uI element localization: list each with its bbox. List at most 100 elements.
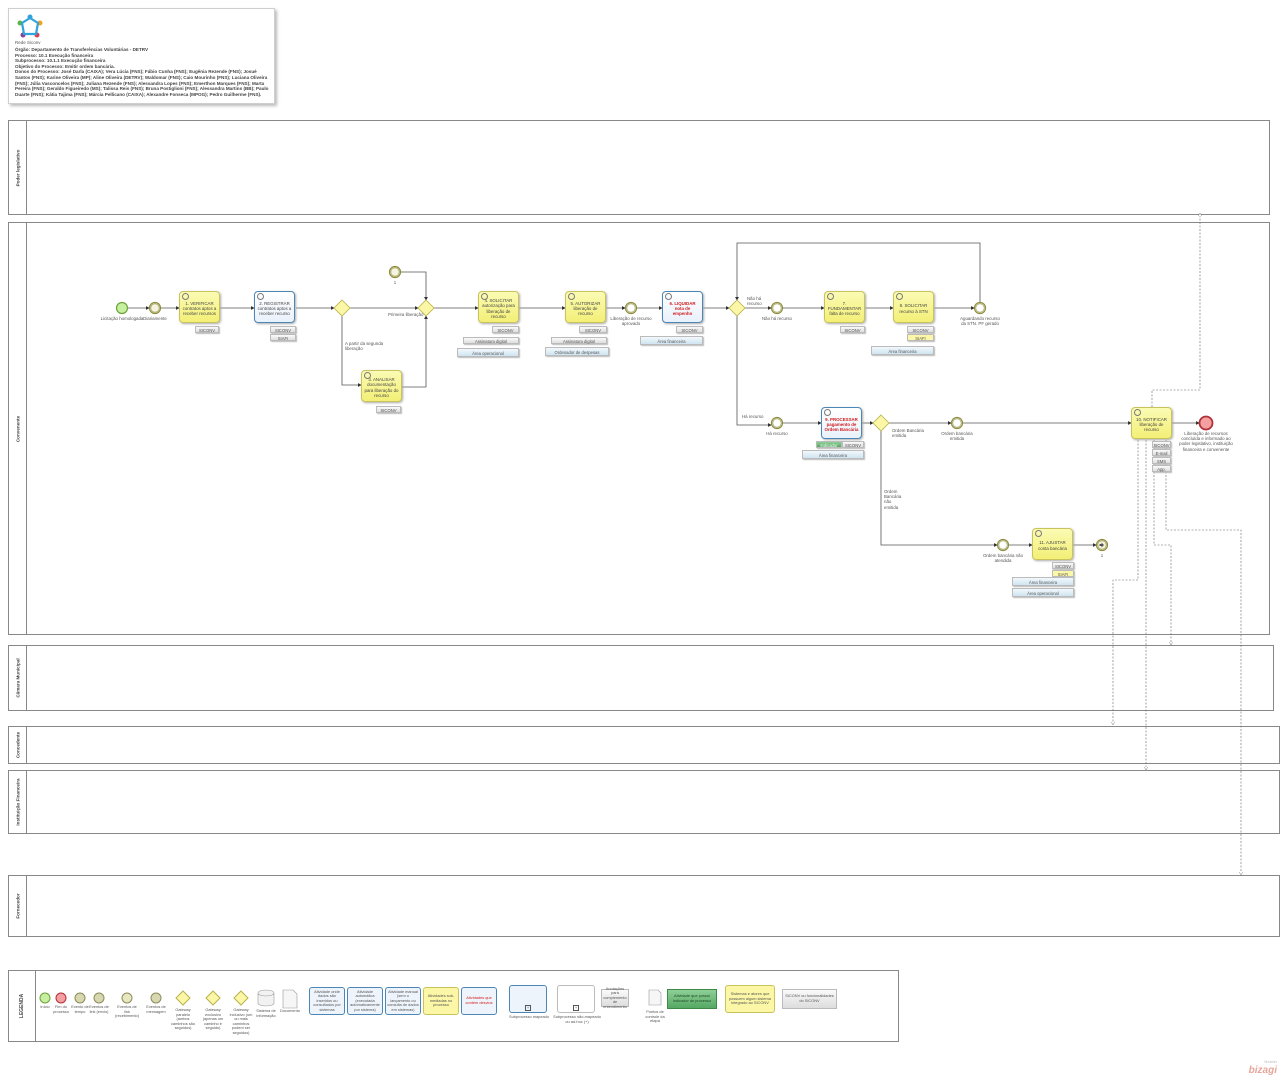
task-annotation: Área financeira bbox=[802, 450, 864, 459]
task-label: 7. FUNDAMENTAR falta de recurso bbox=[827, 300, 862, 317]
donos: Donos do Processo: José Darla (CAIXA); V… bbox=[15, 69, 269, 97]
exclusive-gateway-icon[interactable] bbox=[728, 299, 746, 317]
task-label: 9. PROCESSAR pagamento de Ordem Bancária bbox=[824, 416, 859, 433]
sequence-flow bbox=[735, 242, 981, 302]
flow-label-ob-emitida: Ordem Bancária emitida bbox=[892, 428, 924, 439]
event-label: Aguardando recurso da STN. PF gerado bbox=[960, 316, 1000, 327]
event-linkthrow-icon[interactable] bbox=[1095, 538, 1109, 552]
task-annotation: App. bbox=[1152, 465, 1171, 472]
task-annotation: SICONV bbox=[195, 326, 219, 333]
orgao: Órgão: Departamento de Transferências Vo… bbox=[15, 47, 149, 52]
exclusive-gateway-icon[interactable] bbox=[872, 414, 890, 432]
event-intermediate-icon[interactable] bbox=[770, 301, 784, 315]
task-annotation: Área operacional bbox=[1012, 588, 1074, 597]
task-label: 10. NOTIFICAR liberação de recurso bbox=[1136, 416, 1167, 433]
brand-sub: Modeler bbox=[1264, 1060, 1277, 1064]
legend-item-label: Pontos de controle da etapa bbox=[645, 1009, 665, 1024]
event-intermediate-icon[interactable] bbox=[770, 416, 784, 430]
event-end-icon[interactable] bbox=[1198, 415, 1214, 431]
legend-event-icon bbox=[93, 992, 105, 1004]
legend-box-1: Atividade automática (executada automati… bbox=[347, 987, 383, 1015]
task-t9[interactable]: 9. PROCESSAR pagamento de Ordem Bancária bbox=[821, 407, 862, 439]
task-t1[interactable]: 1. VERIFICAR contratos aptos a receber r… bbox=[179, 291, 220, 323]
subprocess-plus-icon: + bbox=[573, 1005, 579, 1011]
rede-siconv-logo bbox=[17, 14, 43, 38]
task-t7[interactable]: 7. FUNDAMENTAR falta de recurso bbox=[824, 291, 865, 323]
event-start-icon[interactable] bbox=[115, 301, 129, 315]
legend-item-label: Gateway exclusivo (apenas um caminho é s… bbox=[202, 1007, 224, 1031]
lane-concedente: Concedente bbox=[8, 726, 1280, 764]
logo-text: Rede Siconv bbox=[15, 40, 41, 45]
task-annotation: Ordenador de despesas bbox=[545, 347, 609, 356]
task-label: 2. REGISTRAR contratos aptos a receber r… bbox=[257, 300, 292, 317]
user-task-icon bbox=[568, 293, 575, 300]
event-label: Diariamente bbox=[143, 316, 167, 321]
task-annotation: SICONV bbox=[1052, 562, 1074, 569]
legend-document-icon bbox=[282, 989, 298, 1009]
process-metadata: Órgão: Departamento de Transferências Vo… bbox=[15, 47, 270, 97]
event-intermediate-icon[interactable] bbox=[950, 416, 964, 430]
legend-box-6: Subprocesso não-mapeado ou ad-hoc (+)+ bbox=[553, 985, 601, 1023]
task-annotation: SICONV bbox=[842, 441, 864, 448]
legend-item-label: Gateway paralelo (ambos caminhos são seg… bbox=[170, 1007, 195, 1031]
task-t10[interactable]: 10. NOTIFICAR liberação de recurso bbox=[1131, 407, 1172, 439]
task-label: 6. LIQUIDAR nota de empenho bbox=[669, 300, 696, 317]
task-t4[interactable]: 4. SOLICITAR autorização para liberação … bbox=[478, 291, 519, 323]
task-annotation: SICONV bbox=[1152, 441, 1171, 448]
message-flow bbox=[1151, 213, 1200, 407]
task-label: 8. SOLICITAR recurso à STN bbox=[899, 303, 928, 314]
legend-event-icon bbox=[150, 992, 162, 1004]
exclusive-gateway-icon[interactable] bbox=[417, 299, 435, 317]
legend-database-icon bbox=[257, 989, 275, 1007]
event-label: Não há recurso bbox=[761, 316, 793, 321]
task-t3[interactable]: 3. ANALISAR documentação para liberação … bbox=[361, 370, 402, 402]
sequence-flow bbox=[400, 271, 428, 301]
event-intermediate-icon[interactable] bbox=[973, 301, 987, 315]
legend-box-7: Anotações para complemento de entendimen… bbox=[601, 986, 629, 1009]
user-task-icon bbox=[824, 409, 831, 416]
task-annotation: SICONV bbox=[270, 326, 296, 333]
task-t11[interactable]: 11. AJUSTAR conta bancária bbox=[1032, 528, 1073, 560]
task-t8[interactable]: 8. SOLICITAR recurso à STN bbox=[893, 291, 934, 323]
event-intermediate-icon[interactable] bbox=[624, 301, 638, 315]
legend-item-label: Eventos de link (recebimento) bbox=[115, 1004, 140, 1019]
legend-item-label: Sistema de informação bbox=[256, 1008, 276, 1018]
legend-box-3: Atividades sub-mediadas no processo bbox=[423, 987, 459, 1015]
legend-item-label: Documento bbox=[280, 1008, 300, 1013]
user-task-icon bbox=[1035, 530, 1042, 537]
task-t2[interactable]: 2. REGISTRAR contratos aptos a receber r… bbox=[254, 291, 295, 323]
event-link-icon[interactable] bbox=[388, 265, 402, 279]
user-task-icon bbox=[896, 293, 903, 300]
flow-label-ha: Há recurso bbox=[742, 414, 764, 419]
legend-gateway-icon bbox=[233, 990, 249, 1006]
user-task-icon bbox=[481, 293, 488, 300]
event-label: Liberação de recursos concluída e inform… bbox=[1179, 431, 1233, 452]
exclusive-gateway-icon[interactable] bbox=[333, 299, 351, 317]
legend-item-label: Eventos de link (envio) bbox=[89, 1004, 109, 1014]
task-annotation: E-mail bbox=[1152, 449, 1171, 456]
task-annotation: SIAFI bbox=[270, 334, 296, 341]
task-annotation: SICONV bbox=[840, 326, 865, 333]
task-annotation: SICONV bbox=[376, 406, 401, 413]
event-label: Ordem bancária emitida bbox=[941, 431, 973, 442]
flow-label-ob-nao: Ordem Bancária não emitida bbox=[884, 489, 902, 510]
task-t6[interactable]: 6. LIQUIDAR nota de empenho bbox=[662, 291, 703, 323]
legend-box-4: Atividades que contém desvios bbox=[461, 987, 497, 1015]
legend-box-8: Atividade que possui indicador de proces… bbox=[667, 989, 717, 1009]
task-annotation: Assinatura digital bbox=[551, 337, 607, 344]
task-label: 4. SOLICITAR autorização para liberação … bbox=[482, 298, 515, 319]
task-annotation: SIAFI bbox=[907, 334, 934, 341]
task-label: 3. ANALISAR documentação para liberação … bbox=[364, 377, 399, 398]
task-annotation: Área operacional bbox=[457, 348, 519, 357]
task-t5[interactable]: 5. AUTORIZAR liberação de recurso bbox=[565, 291, 606, 323]
task-annotation: Assinatura digital bbox=[463, 337, 519, 344]
event-timer-icon[interactable] bbox=[148, 301, 162, 315]
task-label: 11. AJUSTAR conta bancária bbox=[1038, 540, 1067, 551]
event-intermediate-icon[interactable] bbox=[996, 538, 1010, 552]
legend-gateway-icon bbox=[175, 990, 191, 1006]
user-task-icon bbox=[257, 293, 264, 300]
sequence-flow bbox=[402, 315, 428, 388]
legend-gateway-icon bbox=[205, 990, 221, 1006]
